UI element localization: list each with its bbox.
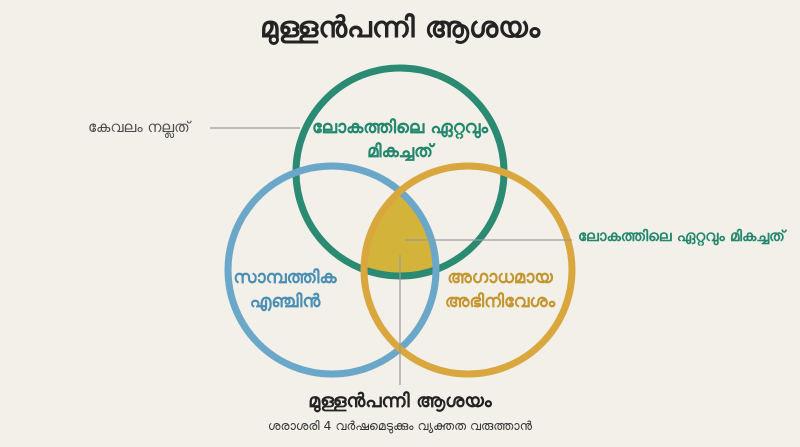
circle-economic-engine	[224, 162, 440, 378]
callout-best-in-world: ലോകത്തിലെ ഏറ്റവും മികച്ചത്	[578, 227, 785, 245]
circle-label-deep-passion: അഗാധമായ അഭിനിവേശം	[444, 267, 556, 313]
callout-just-good: കേവലം നല്ലത്	[88, 118, 190, 136]
page-title: മുള്ളൻപന്നി ആശയം	[260, 10, 540, 44]
circle-label-economic-engine: സാമ്പത്തിക എഞ്ചിൻ	[233, 267, 337, 313]
circle-deep-passion	[360, 162, 576, 378]
hedgehog-concept-subtitle: ശരാശരി 4 വർഷമെടുക്കും വ്യക്തത വരുത്താൻ	[267, 418, 533, 433]
hedgehog-intersection	[364, 166, 436, 276]
circle-label-best-in-world: ലോകത്തിലെ ഏറ്റവും മികച്ചത്	[311, 117, 489, 163]
hedgehog-concept-title: മുള്ളൻപന്നി ആശയം	[308, 390, 492, 412]
